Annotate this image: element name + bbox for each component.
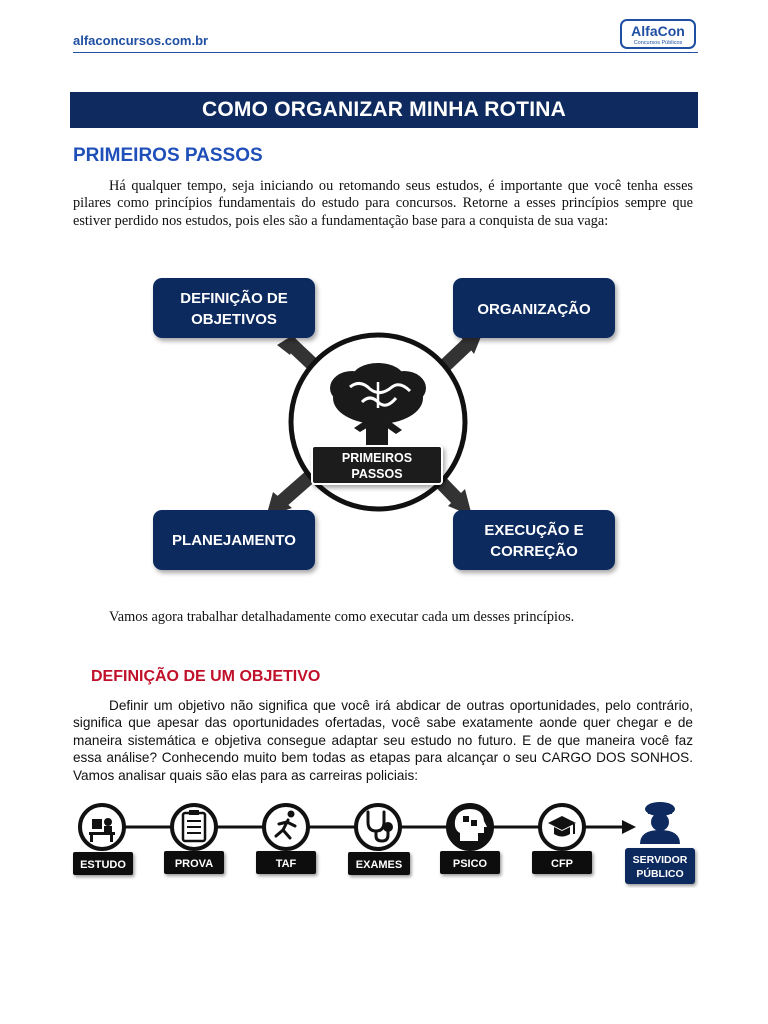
section-heading-definicao-objetivo: DEFINIÇÃO DE UM OBJETIVO bbox=[91, 668, 321, 685]
police-officer-icon bbox=[640, 802, 680, 844]
step-prova bbox=[170, 803, 218, 851]
label-psico bbox=[440, 851, 500, 874]
box-definicao-line1: DEFINIÇÃO DE bbox=[180, 289, 288, 307]
center-label-box bbox=[311, 445, 443, 485]
flow-arrowhead bbox=[622, 820, 636, 834]
center-label-line1: PRIMEIROS bbox=[342, 451, 412, 465]
step-cfp bbox=[538, 803, 586, 851]
step-estudo bbox=[78, 803, 126, 851]
label-servidor-line1: SERVIDOR bbox=[633, 854, 688, 866]
brain-tree-icon bbox=[330, 363, 426, 447]
primeiros-passos-diagram: PRIMEIROS PASSOS DEFINIÇÃO DE OBJETIVOS … bbox=[153, 278, 615, 570]
label-exames-text: EXAMES bbox=[356, 859, 402, 871]
step-taf bbox=[262, 803, 310, 851]
box-organizacao-label: ORGANIZAÇÃO bbox=[477, 300, 591, 318]
center-label-line2: PASSOS bbox=[351, 467, 402, 481]
header-rule bbox=[73, 52, 698, 53]
box-execucao-line2: CORREÇÃO bbox=[490, 542, 578, 560]
box-definicao-objetivos bbox=[153, 278, 315, 338]
box-planejamento bbox=[153, 510, 315, 570]
label-estudo bbox=[73, 852, 133, 875]
label-cfp-text: CFP bbox=[551, 858, 573, 870]
label-taf bbox=[256, 851, 316, 874]
logo-main-text: AlfaCon bbox=[631, 23, 685, 39]
label-prova bbox=[164, 851, 224, 874]
graduation-cap-icon bbox=[548, 816, 576, 837]
label-taf-text: TAF bbox=[276, 858, 297, 870]
step-psico bbox=[446, 803, 494, 851]
label-prova-text: PROVA bbox=[175, 858, 213, 870]
page-title: COMO ORGANIZAR MINHA ROTINA bbox=[70, 92, 698, 128]
box-definicao-line2: OBJETIVOS bbox=[191, 311, 277, 328]
alfacon-logo: AlfaCon Concursos Públicos bbox=[620, 19, 696, 49]
box-execucao-correcao bbox=[453, 510, 615, 570]
section-heading-primeiros-passos: PRIMEIROS PASSOS bbox=[73, 145, 263, 166]
box-planejamento-label: PLANEJAMENTO bbox=[172, 532, 296, 549]
objective-paragraph: Definir um objetivo não significa que vo… bbox=[73, 698, 693, 783]
box-organizacao bbox=[453, 278, 615, 338]
intro-paragraph: Há qualquer tempo, seja iniciando ou ret… bbox=[73, 178, 693, 229]
checklist-icon bbox=[181, 810, 207, 843]
site-link[interactable]: alfaconcursos.com.br bbox=[73, 33, 209, 48]
stethoscope-icon bbox=[366, 810, 393, 843]
box-execucao-line1: EXECUÇÃO E bbox=[484, 521, 583, 539]
head-puzzle-icon bbox=[454, 809, 487, 841]
step-exames bbox=[354, 803, 402, 851]
label-servidor-line2: PÚBLICO bbox=[636, 867, 683, 880]
label-exames bbox=[348, 852, 410, 875]
runner-icon bbox=[274, 810, 297, 840]
label-cfp bbox=[532, 851, 592, 874]
study-desk-icon bbox=[89, 818, 115, 842]
label-psico-text: PSICO bbox=[453, 858, 488, 870]
closing-paragraph: Vamos agora trabalhar detalhadamente com… bbox=[109, 609, 575, 625]
label-servidor-publico bbox=[625, 848, 695, 884]
logo-sub-text: Concursos Públicos bbox=[634, 40, 683, 46]
career-steps-flow: ESTUDO PROVA TAF EXAMES PSICO CFP SERVID… bbox=[73, 802, 695, 884]
label-estudo-text: ESTUDO bbox=[80, 859, 126, 871]
